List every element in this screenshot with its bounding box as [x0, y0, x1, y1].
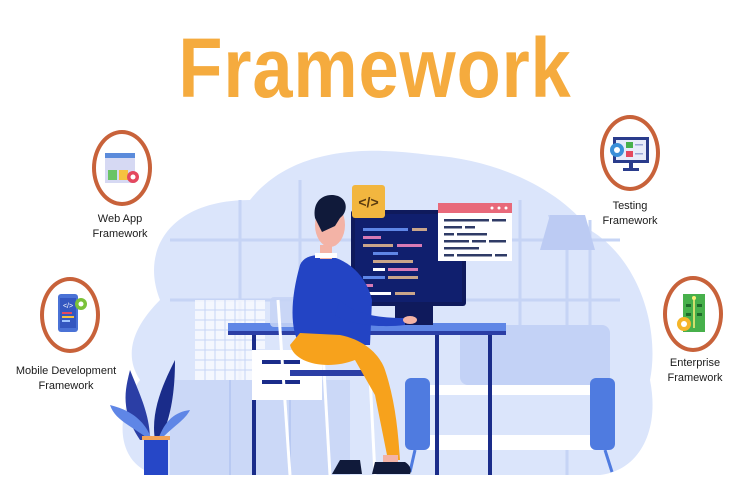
sofa	[405, 325, 615, 473]
mobile-development-framework-label: Mobile Development Framework	[15, 365, 117, 392]
page-title: Framework	[178, 21, 572, 115]
monitor	[351, 210, 466, 325]
web-app-framework-badge	[92, 130, 152, 206]
enterprise-framework-label: Enterprise Framework	[667, 357, 723, 384]
testing-framework-label: Testing Framework	[602, 200, 658, 227]
web-app-window-gear-icon	[105, 153, 139, 183]
code-tag-icon: </>	[352, 185, 385, 218]
circuit-board-gear-icon	[677, 294, 705, 332]
web-app-framework-label: Web App Framework	[92, 213, 148, 240]
mobile-development-framework-badge: </>	[40, 277, 100, 353]
svg-text:</>: </>	[63, 303, 73, 310]
code-lines	[363, 228, 427, 295]
mobile-code-gear-icon: </>	[58, 294, 87, 332]
svg-text:</>: </>	[358, 194, 378, 210]
monitor-checklist-gear-icon	[610, 137, 649, 171]
code-popup-window	[438, 203, 512, 261]
potted-plant-icon	[110, 360, 190, 475]
testing-framework-badge	[600, 115, 660, 191]
enterprise-framework-badge	[663, 276, 723, 352]
developer-person	[290, 194, 417, 474]
